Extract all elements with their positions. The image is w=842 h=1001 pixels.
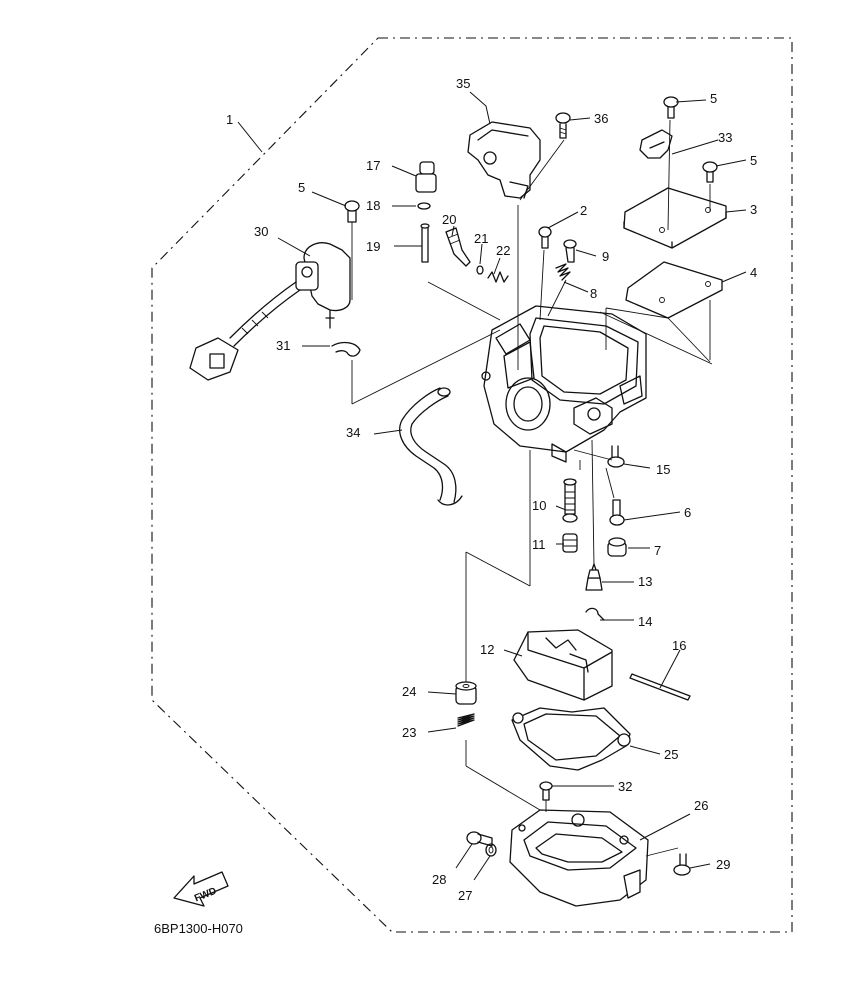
part-17-fitting	[415, 161, 437, 193]
part-30-solenoid	[189, 242, 351, 381]
part-3-cover-plate	[623, 187, 727, 249]
callout-27: 27	[458, 888, 472, 903]
part-20-needle-valve	[445, 227, 471, 267]
callout-32: 32	[618, 779, 632, 794]
part-15-screw	[607, 445, 625, 468]
part-carburetor-body	[481, 305, 647, 463]
part-19-pin	[420, 223, 430, 263]
part-12-float	[513, 629, 613, 701]
part-27-washer	[485, 843, 497, 857]
callout-31: 31	[276, 338, 290, 353]
callout-15: 15	[656, 462, 670, 477]
callout-13: 13	[638, 574, 652, 589]
callout-5-left: 5	[298, 180, 305, 195]
fwd-arrow-icon: FWD	[173, 871, 229, 907]
callout-35: 35	[456, 76, 470, 91]
callout-28: 28	[432, 872, 446, 887]
callout-23: 23	[402, 725, 416, 740]
part-9-screw	[563, 239, 577, 263]
callout-11: 11	[532, 537, 546, 552]
callout-4: 4	[750, 265, 757, 280]
part-11-main-jet	[562, 533, 578, 553]
assembly-boundary	[151, 37, 793, 933]
callout-2: 2	[580, 203, 587, 218]
part-5-screw-top	[663, 96, 679, 119]
part-18-o-ring	[417, 202, 431, 210]
callout-12: 12	[480, 642, 494, 657]
callout-9: 9	[602, 249, 609, 264]
part-25-gasket	[511, 707, 631, 771]
callout-6: 6	[684, 505, 691, 520]
part-8-spring	[555, 263, 571, 281]
callout-16: 16	[672, 638, 686, 653]
diagram-code: 6BP1300-H070	[154, 921, 243, 936]
callout-25: 25	[664, 747, 678, 762]
callout-18: 18	[366, 198, 380, 213]
part-13-needle	[585, 563, 603, 591]
callout-20: 20	[442, 212, 456, 227]
part-23-spring	[457, 713, 475, 727]
part-26-float-chamber	[509, 809, 649, 907]
part-35-bracket	[467, 121, 541, 199]
alignment-lines	[351, 119, 713, 857]
callout-36: 36	[594, 111, 608, 126]
callout-numbers: 1 2 3 4 5 5 5 6 7 8 9 10 11 12 13 14 15 …	[226, 76, 757, 903]
callout-3: 3	[750, 202, 757, 217]
callout-24: 24	[402, 684, 416, 699]
callout-26: 26	[694, 798, 708, 813]
part-31-clip	[331, 341, 361, 357]
part-36-screw	[555, 112, 571, 139]
callout-5-right: 5	[750, 153, 757, 168]
part-5-screw-right	[702, 161, 718, 183]
callout-22: 22	[496, 243, 510, 258]
part-24-cap	[455, 681, 477, 705]
part-4-gasket	[625, 261, 723, 319]
part-32-screw	[539, 781, 553, 801]
part-29-screw	[673, 853, 691, 876]
callout-10: 10	[532, 498, 546, 513]
callout-1: 1	[226, 112, 233, 127]
callout-leaders	[237, 91, 747, 881]
part-21-o-ring	[476, 265, 484, 275]
callout-21: 21	[474, 231, 488, 246]
callout-29: 29	[716, 857, 730, 872]
part-28-drain-screw	[466, 831, 493, 847]
part-2-screw	[538, 226, 552, 249]
callout-5-top: 5	[710, 91, 717, 106]
callout-8: 8	[590, 286, 597, 301]
callout-17: 17	[366, 158, 380, 173]
part-22-spring	[487, 271, 509, 283]
part-34-hose	[399, 387, 463, 506]
part-6-pilot-jet	[609, 499, 625, 526]
part-14-clip	[585, 607, 605, 621]
callout-30: 30	[254, 224, 268, 239]
callout-33: 33	[718, 130, 732, 145]
callout-34: 34	[346, 425, 360, 440]
part-10-main-nozzle	[562, 478, 578, 523]
part-7-plug	[607, 537, 627, 557]
callout-14: 14	[638, 614, 652, 629]
callout-19: 19	[366, 239, 380, 254]
part-5-screw-left	[344, 200, 360, 223]
callout-7: 7	[654, 543, 661, 558]
part-33-clip	[639, 129, 673, 159]
